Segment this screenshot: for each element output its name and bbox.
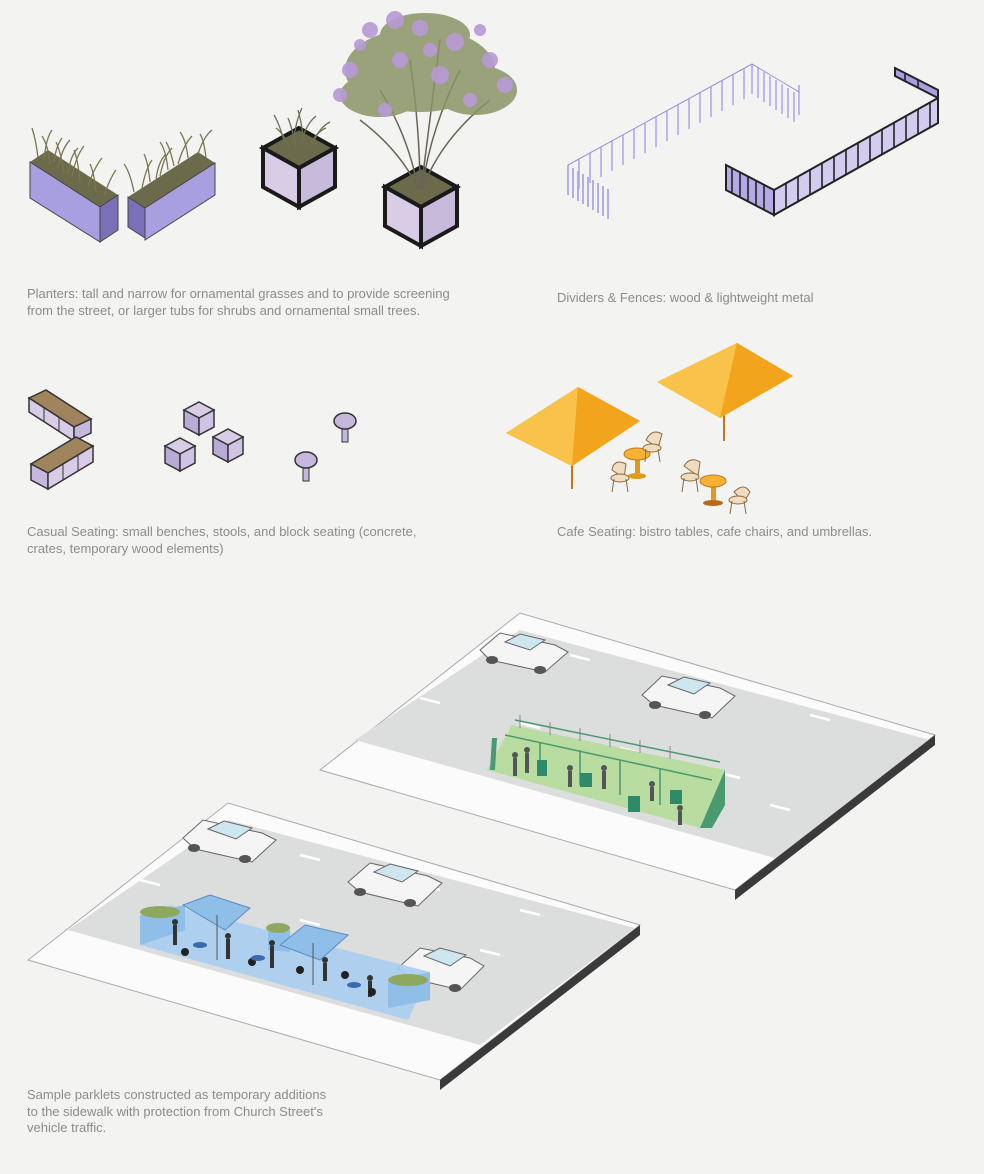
- person-icon: [601, 765, 607, 789]
- fence-icon: [725, 66, 939, 217]
- block-seat-icon: [182, 401, 216, 437]
- parklet-icon: [487, 715, 725, 828]
- bench-icon: [29, 436, 95, 491]
- parklets-caption: Sample parklets constructed as temporary…: [27, 1087, 327, 1135]
- person-icon: [512, 752, 518, 776]
- stool-icon: [333, 412, 357, 443]
- cafe-chair-icon: [610, 461, 630, 493]
- car-icon: [479, 632, 569, 674]
- car-icon: [641, 675, 736, 719]
- block-seat-icon: [163, 437, 197, 473]
- planters-caption: Planters: tall and narrow for ornamental…: [27, 286, 450, 318]
- person-icon: [524, 747, 530, 773]
- grass-planter-icon: [29, 127, 119, 243]
- casual-seating-caption: Casual Seating: small benches, stools, a…: [27, 524, 417, 556]
- parklet-icon: [140, 894, 430, 1020]
- umbrella-icon: [279, 924, 350, 985]
- person-icon: [269, 940, 275, 968]
- cube-planter-icon: [258, 107, 340, 211]
- car-icon: [182, 819, 277, 863]
- umbrella-icon: [657, 343, 793, 441]
- cafe-seating-caption: Cafe Seating: bistro tables, cafe chairs…: [557, 524, 873, 539]
- dividers-caption: Dividers & Fences: wood & lightweight me…: [557, 290, 814, 305]
- cafe-chair-icon: [728, 486, 751, 515]
- block-seat-icon: [211, 428, 245, 464]
- person-icon: [322, 957, 328, 981]
- bistro-table-icon: [623, 447, 651, 479]
- tree-planter-icon: [333, 11, 517, 250]
- person-icon: [567, 765, 573, 787]
- cafe-chair-icon: [642, 431, 663, 463]
- umbrella-icon: [181, 894, 251, 960]
- person-icon: [172, 919, 178, 945]
- person-icon: [649, 781, 655, 801]
- car-icon: [347, 862, 443, 907]
- grass-planter-icon: [123, 129, 216, 241]
- cafe-chair-icon: [680, 459, 701, 493]
- person-icon: [225, 933, 231, 959]
- fence-icon: [567, 63, 800, 219]
- stool-icon: [294, 451, 318, 482]
- umbrella-icon: [506, 387, 640, 489]
- bench-icon: [27, 389, 93, 443]
- person-icon: [677, 805, 683, 825]
- bistro-table-icon: [699, 474, 727, 506]
- street-scene-2: [26, 802, 642, 1090]
- street-scene-1: [318, 612, 937, 900]
